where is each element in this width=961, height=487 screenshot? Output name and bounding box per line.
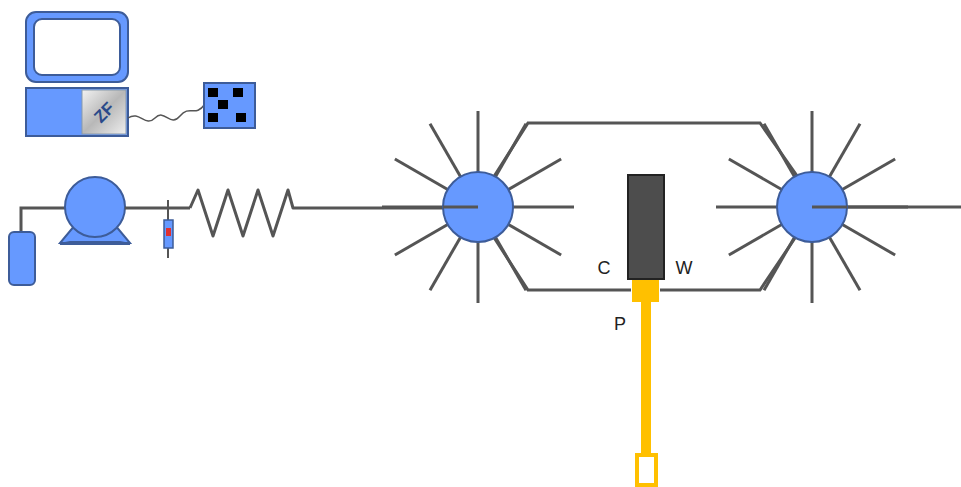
computer-base bbox=[26, 88, 128, 136]
selection-valve bbox=[443, 172, 513, 242]
valve-port bbox=[382, 206, 448, 209]
interface-box bbox=[204, 83, 255, 128]
valve-port bbox=[729, 222, 786, 255]
valve-port bbox=[477, 237, 480, 303]
pump bbox=[65, 177, 125, 237]
valve-port bbox=[827, 124, 860, 181]
valve-port bbox=[493, 124, 526, 181]
tubing bbox=[493, 236, 631, 290]
valve-port bbox=[477, 111, 480, 177]
screen bbox=[34, 19, 120, 75]
valve-port bbox=[493, 233, 526, 290]
valve-port bbox=[838, 159, 895, 192]
selection-valve bbox=[777, 172, 847, 242]
electrode-label: C bbox=[598, 259, 611, 277]
valve-port bbox=[811, 111, 814, 177]
tubing bbox=[125, 207, 190, 210]
reservoir-bottle bbox=[9, 232, 35, 285]
socket bbox=[233, 88, 243, 97]
valve-port bbox=[729, 159, 786, 192]
valve-port bbox=[504, 159, 561, 192]
valve-port bbox=[764, 124, 797, 181]
valve-port bbox=[811, 237, 814, 303]
monitor bbox=[26, 12, 128, 82]
socket bbox=[218, 100, 228, 109]
interface-body bbox=[204, 83, 255, 128]
outlet-tube bbox=[812, 206, 961, 209]
valve-port bbox=[395, 222, 452, 255]
electrode-label: W bbox=[676, 259, 693, 277]
valve-port bbox=[430, 233, 463, 290]
socket bbox=[208, 113, 218, 122]
tubing bbox=[660, 238, 795, 290]
valve-port bbox=[764, 233, 797, 290]
valve-port bbox=[508, 206, 574, 209]
valve-port bbox=[827, 233, 860, 290]
electrode-head bbox=[632, 280, 659, 302]
injector-valve-small bbox=[164, 200, 173, 258]
electrode-label: P bbox=[614, 315, 626, 333]
electrode-stem bbox=[641, 302, 651, 457]
mixing-coil bbox=[190, 190, 478, 236]
valve-port bbox=[838, 222, 895, 255]
cable bbox=[128, 104, 205, 121]
socket bbox=[236, 113, 246, 122]
flow-cell bbox=[628, 175, 664, 279]
electrode-plug bbox=[637, 455, 656, 485]
socket bbox=[208, 88, 218, 97]
valve-port bbox=[430, 124, 463, 181]
computer bbox=[26, 12, 128, 136]
valve-port bbox=[395, 159, 452, 192]
valve-port bbox=[716, 206, 782, 209]
logo-square bbox=[82, 90, 126, 134]
valve-spokes bbox=[382, 111, 908, 303]
valve-port bbox=[504, 222, 561, 255]
